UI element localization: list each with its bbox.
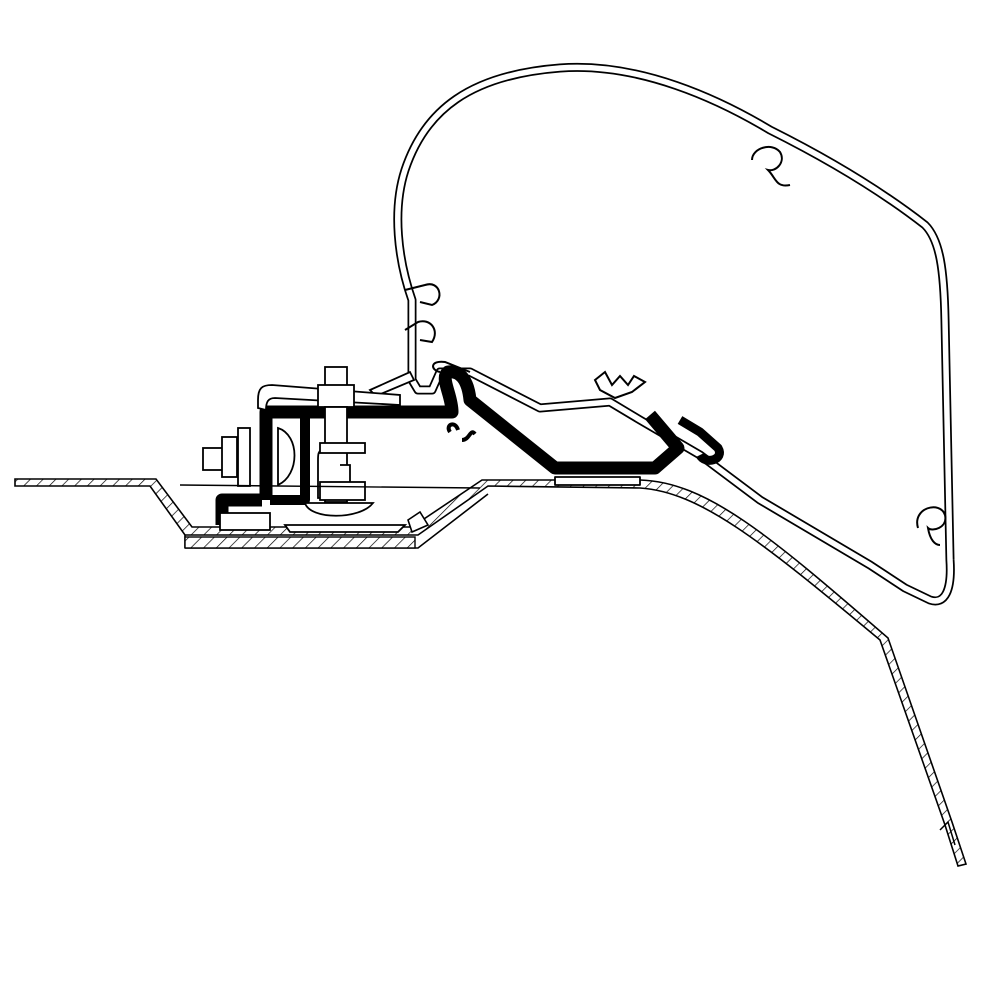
foot-block	[219, 512, 271, 531]
side-bolt	[179, 426, 481, 489]
awning-cassette-profile	[368, 62, 955, 606]
keder-groove-right	[916, 506, 947, 546]
keder-groove-top	[751, 145, 791, 187]
keder-groove-bottom	[593, 370, 647, 400]
wedge	[407, 510, 430, 534]
rail-grooves	[404, 283, 471, 373]
vehicle-roof-panel	[14, 478, 968, 867]
